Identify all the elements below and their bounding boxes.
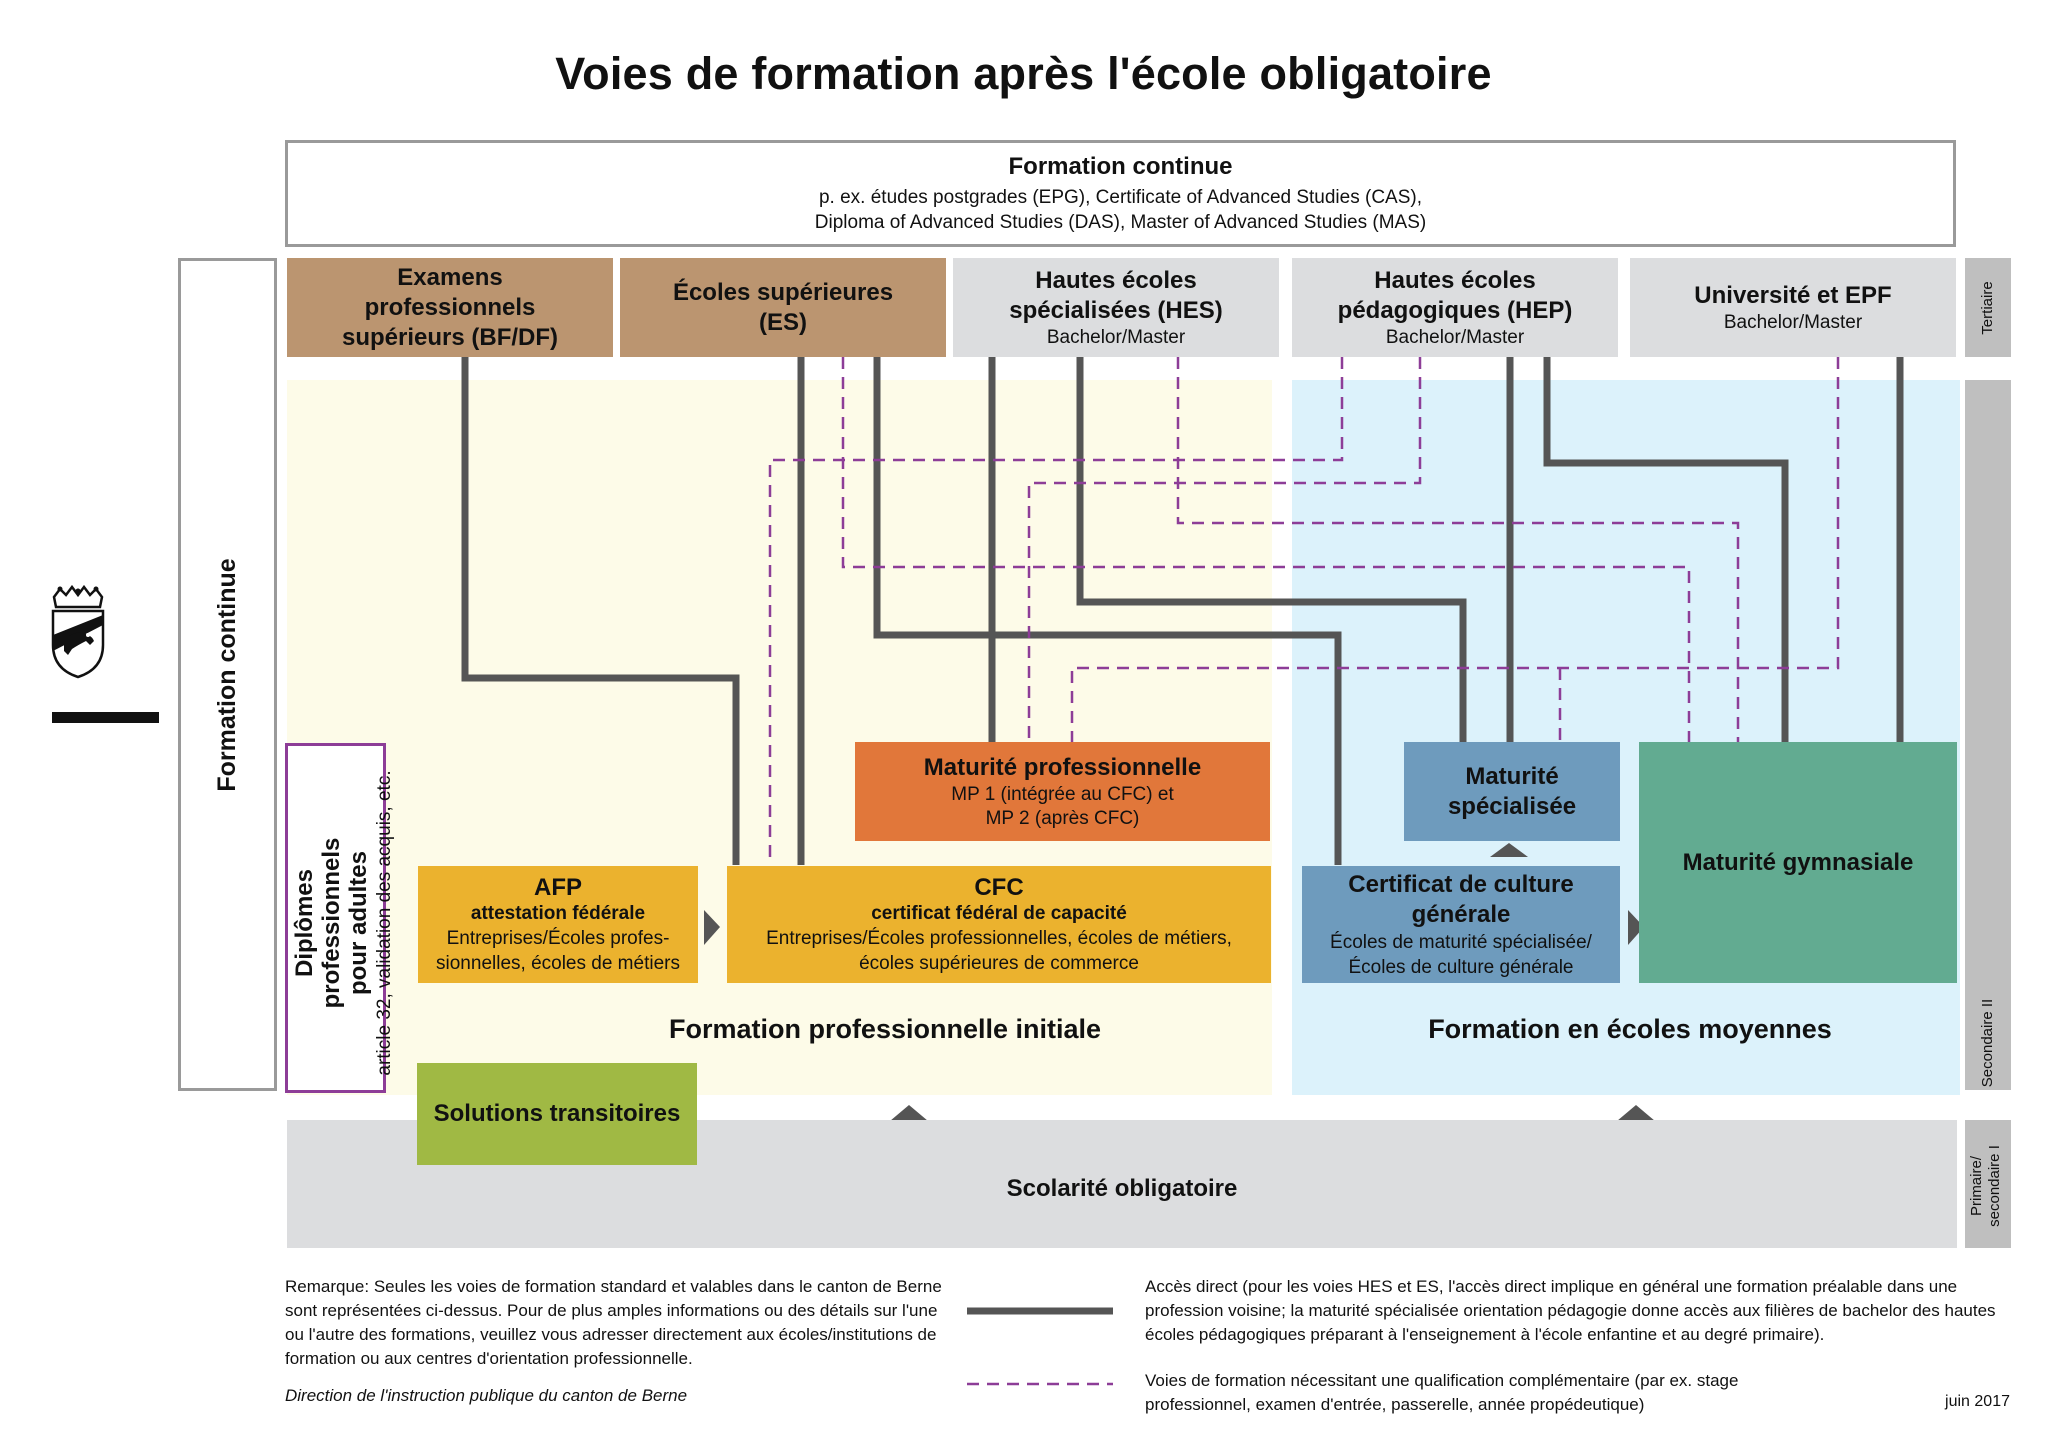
logo-bar [52, 712, 159, 723]
remark-text: Remarque: Seules les voies de formation … [285, 1277, 942, 1368]
bern-coat-of-arms-icon [48, 584, 108, 680]
legend-dashed-line [967, 1382, 1113, 1386]
dash-uni-mp [1070, 357, 1840, 742]
hes-box: Hautes écoles spécialisées (HES) Bachelo… [953, 258, 1279, 357]
hep-subtitle: Bachelor/Master [1385, 326, 1525, 348]
adults-subtitle: article 32, validation des acquis, etc. [374, 770, 395, 1076]
dash-mg-es [841, 357, 1691, 742]
fpi-label: Formation professionnelle initiale [668, 1014, 1102, 1044]
level-bar-tertiaire [1965, 258, 2011, 357]
arrow-ccg-mg [1628, 910, 1644, 945]
es-label: Écoles supérieures (ES) [672, 278, 894, 336]
bfdf-box: Examens professionnels supérieurs (BF/DF… [287, 258, 613, 357]
arrow-afp-cfc [704, 910, 720, 945]
cfc-title: CFC [974, 873, 1024, 901]
mp-line1: MP 1 (intégrée au CFC) et [951, 783, 1174, 805]
uni-box: Université et EPF Bachelor/Master [1630, 258, 1956, 357]
afp-subtitle: attestation fédérale [470, 902, 646, 924]
legend-complementary-text: Voies de formation nécessitant une quali… [1145, 1371, 1739, 1414]
formation-continue-side-box [178, 258, 277, 1091]
adults-title: Diplômes professionnels pour adultes [291, 837, 372, 1009]
afp-line1: Entreprises/Écoles profes- [446, 927, 670, 949]
hes-subtitle: Bachelor/Master [1046, 326, 1186, 348]
ccg-box: Certificat de culture générale Écoles de… [1302, 866, 1620, 983]
level-bar-primaire [1965, 1120, 2011, 1248]
cfc-box: CFC certificat fédéral de capacité Entre… [727, 866, 1271, 983]
cfc-line1: Entreprises/Écoles professionnelles, éco… [766, 927, 1232, 949]
uni-subtitle: Bachelor/Master [1723, 311, 1863, 333]
level-bar-secondaire2 [1965, 380, 2011, 1090]
formation-continue-box: Formation continue p. ex. études postgra… [285, 140, 1956, 247]
legend-solid-line [967, 1307, 1113, 1315]
mg-box: Maturité gymnasiale [1639, 742, 1957, 983]
mp-box: Maturité professionnelle MP 1 (intégrée … [855, 742, 1270, 841]
arrow-scol-fem [1617, 1105, 1655, 1121]
fem-label: Formation en écoles moyennes [1428, 1014, 1832, 1044]
scol-label: Scolarité obligatoire [1006, 1175, 1238, 1202]
arrow-ccg-ms [1490, 843, 1528, 857]
afp-title: AFP [534, 873, 582, 901]
uni-title: Université et EPF [1694, 281, 1892, 309]
page-title: Voies de formation après l'école obligat… [555, 48, 1492, 99]
dash-cfc-hep [768, 357, 1344, 865]
adults-box [285, 743, 386, 1093]
adults-label: Diplômes professionnels pour adultes art… [291, 748, 395, 1098]
hep-title: Hautes écoles pédagogiques (HEP) [1337, 266, 1573, 324]
legend-direct-text: Accès direct (pour les voies HES et ES, … [1145, 1277, 1996, 1344]
afp-line2: sionnelles, écoles de métiers [436, 952, 680, 974]
line-ms-hes [1076, 357, 1467, 742]
cfc-subtitle: certificat fédéral de capacité [871, 902, 1127, 924]
hep-box: Hautes écoles pédagogiques (HEP) Bachelo… [1292, 258, 1618, 357]
afp-box: AFP attestation fédérale Entreprises/Éco… [418, 866, 698, 983]
line-ccg-es [873, 357, 1342, 865]
transit-box: Solutions transitoires [417, 1063, 697, 1165]
formation-continue-line1: p. ex. études postgrades (EPG), Certific… [818, 186, 1423, 208]
ccg-line1: Écoles de maturité spécialisée/ [1330, 931, 1592, 953]
line-mg-hep [1543, 357, 1789, 742]
ccg-line2: Écoles de culture générale [1348, 956, 1574, 978]
es-box: Écoles supérieures (ES) [620, 258, 946, 357]
ccg-title: Certificat de culture générale [1348, 870, 1574, 928]
hes-title: Hautes écoles spécialisées (HES) [1009, 266, 1223, 324]
dash-mp-hep [1027, 357, 1422, 742]
bfdf-label: Examens professionnels supérieurs (BF/DF… [341, 263, 559, 351]
ms-title: Maturité spécialisée [1447, 762, 1577, 820]
mp-line2: MP 2 (après CFC) [985, 807, 1140, 829]
cfc-line2: écoles supérieures de commerce [859, 952, 1139, 974]
direction-text: Direction de l'instruction publique du c… [285, 1386, 688, 1405]
ms-box: Maturité spécialisée [1404, 742, 1620, 841]
dash-mg-hes [1176, 357, 1740, 742]
mg-title: Maturité gymnasiale [1682, 848, 1914, 876]
formation-continue-line2: Diploma of Advanced Studies (DAS), Maste… [814, 211, 1427, 233]
transit-label: Solutions transitoires [433, 1100, 681, 1127]
date-text: juin 2017 [1945, 1393, 2010, 1410]
arrow-scol-fpi [890, 1105, 928, 1121]
line-cfc-bfdf [461, 357, 740, 865]
formation-continue-title: Formation continue [1008, 152, 1233, 180]
mp-title: Maturité professionnelle [923, 753, 1202, 781]
